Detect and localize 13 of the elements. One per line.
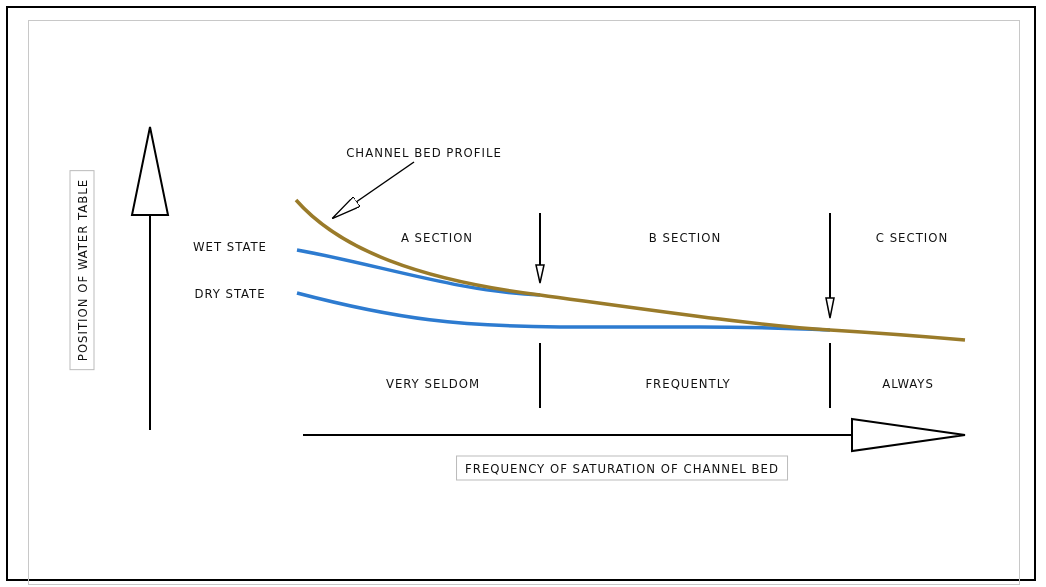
callout-text: CHANNEL BED PROFILE [346, 144, 502, 160]
text-label: A SECTION [400, 229, 474, 245]
text-label: DRY STATE [194, 285, 266, 301]
text-label: C SECTION [875, 229, 949, 245]
text-label: WET STATE [193, 238, 267, 254]
text-label: B SECTION [648, 229, 722, 245]
text-label: FREQUENTLY [645, 375, 731, 391]
channel-bed-profile-curve [294, 198, 966, 342]
axis-title: POSITION OF WATER TABLE [69, 169, 95, 371]
axis-title: FREQUENCY OF SATURATION OF CHANNEL BED [456, 455, 788, 481]
text-label: ALWAYS [882, 375, 934, 391]
leader-line [331, 161, 415, 220]
text-label: VERY SELDOM [385, 375, 481, 391]
